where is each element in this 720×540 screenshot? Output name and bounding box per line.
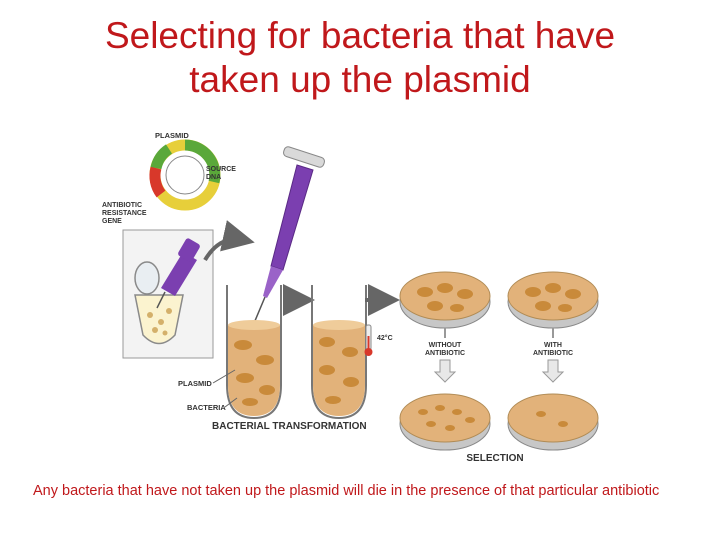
plasmid-ring — [149, 139, 221, 211]
selection-label: SELECTION — [466, 453, 523, 464]
antibiotic-gene-label-1: ANTIBIOTIC — [102, 202, 142, 209]
curved-arrow — [203, 220, 255, 262]
bacteria-label: BACTERIA — [187, 403, 226, 412]
plasmid-label-bottom: PLASMID — [178, 379, 212, 388]
slide-title: Selecting for bacteria that have taken u… — [0, 14, 720, 102]
down-arrow-left — [433, 359, 457, 383]
down-arrow-right — [541, 359, 565, 383]
bacteria-leader-line — [224, 397, 238, 408]
title-line-2: taken up the plasmid — [189, 59, 531, 100]
transformation-diagram: PLASMID SOURCE DNA ANTIBIOTIC RESISTANCE… — [102, 131, 599, 464]
source-dna-label-1: SOURCE — [206, 166, 236, 173]
antibiotic-gene-label-3: GENE — [102, 218, 122, 225]
petri-dish-bottom-left — [399, 393, 491, 451]
plasmid-leader-line — [212, 369, 236, 384]
inset-tube-panel — [122, 229, 214, 359]
with-antibiotic-label-2: ANTIBIOTIC — [533, 350, 573, 357]
bacterial-transformation-label: BACTERIAL TRANSFORMATION — [212, 421, 367, 432]
without-antibiotic-label-1: WITHOUT — [429, 342, 462, 349]
source-dna-label-2: DNA — [206, 174, 221, 181]
without-antibiotic-label-2: ANTIBIOTIC — [425, 350, 465, 357]
thermometer — [364, 324, 373, 356]
with-antibiotic-label-1: WITH — [544, 342, 562, 349]
tube-2 — [311, 285, 367, 420]
pipette — [251, 146, 325, 329]
caption-text: Any bacteria that have not taken up the … — [33, 483, 660, 499]
petri-dish-top-left — [399, 271, 491, 329]
petri-dish-bottom-right — [507, 393, 599, 451]
temperature-label: 42°C — [377, 334, 393, 342]
antibiotic-gene-label-2: RESISTANCE — [102, 210, 147, 217]
petri-dish-top-right — [507, 271, 599, 329]
tube-1 — [226, 285, 282, 420]
plasmid-label-top: PLASMID — [155, 131, 189, 140]
title-line-1: Selecting for bacteria that have — [104, 15, 616, 56]
